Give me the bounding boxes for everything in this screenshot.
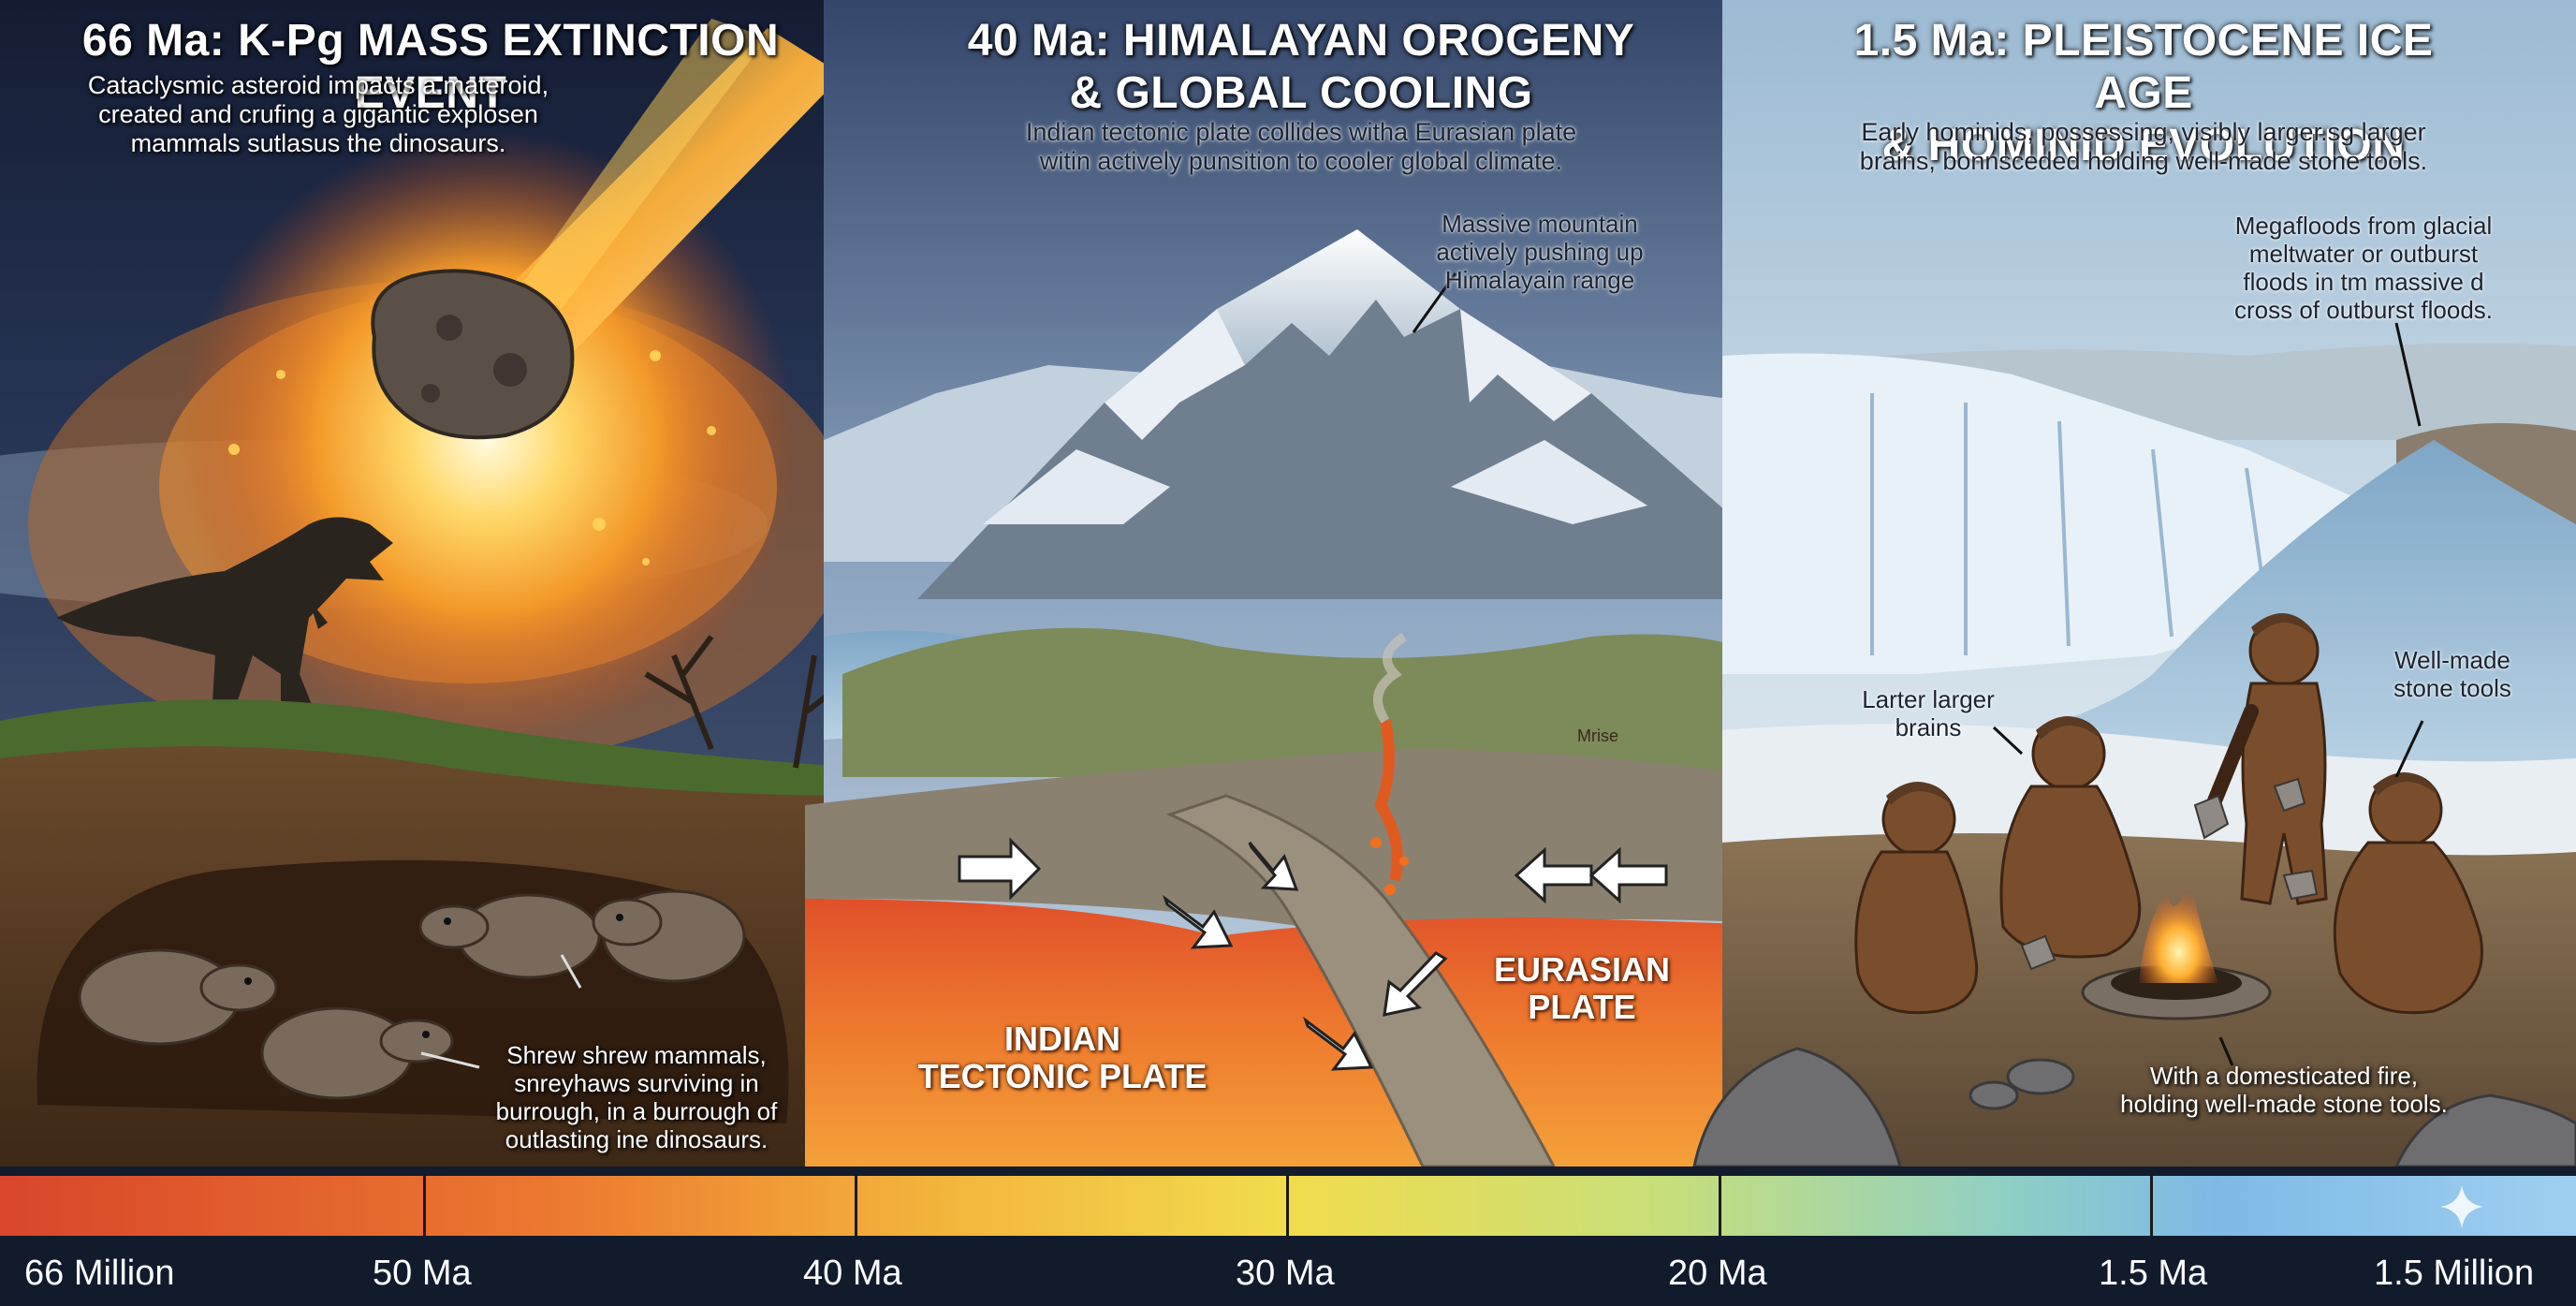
timeline-label-40-ma: 40 Ma bbox=[803, 1254, 902, 1293]
annotation-line: outlasting ine dinosaurs. bbox=[505, 1125, 768, 1153]
annotation-line: floods in tm massive d bbox=[2243, 268, 2484, 296]
description-line: witin actively punsition to cooler globa… bbox=[1039, 147, 1563, 175]
annotation-brains: Larter larger brains bbox=[1825, 685, 2031, 741]
plate-label-line: TECTONIC PLATE bbox=[917, 1057, 1208, 1095]
annotation-stone-tools: Well-made stone tools bbox=[2359, 646, 2546, 702]
annotation-line: Megafloods from glacial bbox=[2234, 212, 2493, 240]
panel-ice-age-scene bbox=[1692, 0, 2576, 1167]
timeline-tick bbox=[855, 1176, 857, 1236]
timeline: 66 Million 50 Ma 40 Ma 30 Ma 20 Ma 1.5 M… bbox=[0, 1167, 2576, 1306]
annotation-line: brains bbox=[1895, 713, 1962, 741]
subducting-slab bbox=[1165, 794, 1556, 1167]
plate-label-line: EURASIAN bbox=[1493, 950, 1670, 989]
annotation-leader-lines bbox=[1412, 272, 2424, 1066]
annotation-line: Himalayain range bbox=[1444, 266, 1635, 294]
t-rex-icon bbox=[56, 517, 393, 732]
indian-plate-label: INDIAN TECTONIC PLATE bbox=[908, 1020, 1217, 1095]
sparkle-icon bbox=[2440, 1185, 2483, 1228]
timeline-label-50-ma: 50 Ma bbox=[373, 1254, 472, 1293]
annotation-line: Larter larger bbox=[1862, 685, 1995, 713]
plate-label-line: PLATE bbox=[1528, 988, 1636, 1026]
asteroid-icon bbox=[371, 269, 575, 440]
annotation-fire: With a domesticated fire, holding well-m… bbox=[2087, 1062, 2481, 1118]
panel-ice-age-title: 1.5 Ma: PLEISTOCENE ICE AGE & HOMINID EV… bbox=[1807, 15, 2481, 172]
annotation-line: stone tools bbox=[2393, 674, 2511, 702]
annotation-megafloods: Megafloods from glacial meltwater or out… bbox=[2200, 212, 2527, 324]
panel-himalaya-description: Indian tectonic plate collides witha Eur… bbox=[964, 118, 1638, 176]
annotation-line: meltwater or outburst bbox=[2248, 240, 2479, 268]
himalaya-peak bbox=[917, 229, 1760, 599]
explosion-blast bbox=[178, 131, 796, 749]
panel-ice-age-description: Early hominids, possessing, visibly larg… bbox=[1807, 118, 2481, 176]
annotation-line: Massive mountain bbox=[1442, 210, 1638, 238]
eurasian-plate-label: EURASIAN PLATE bbox=[1479, 951, 1685, 1026]
panel-kpg-title: 66 Ma: K-Pg MASS EXTINCTION EVENT bbox=[81, 16, 780, 118]
title-line: 1.5 Ma: PLEISTOCENE ICE AGE bbox=[1853, 16, 2434, 118]
arrow-icon bbox=[958, 837, 1668, 1071]
scene-illustration bbox=[0, 0, 2576, 1167]
timeline-label-30-ma: 30 Ma bbox=[1236, 1254, 1335, 1293]
timeline-tick bbox=[1286, 1176, 1289, 1236]
timeline-tick bbox=[2150, 1176, 2153, 1236]
annotation-mountain: Massive mountain actively pushing up Him… bbox=[1404, 210, 1676, 294]
annotation-line: actively pushing up bbox=[1436, 238, 1644, 266]
annotation-line: Shrew shrew mammals, bbox=[506, 1041, 767, 1069]
campfire-icon bbox=[2081, 880, 2272, 1020]
magma-label: Mrise bbox=[1577, 726, 1618, 745]
title-line: 40 Ma: HIMALAYAN OROGENY bbox=[967, 16, 1635, 66]
timeline-label-66-million: 66 Million bbox=[24, 1254, 175, 1293]
title-line: & GLOBAL COOLING bbox=[1069, 68, 1533, 118]
panel-kpg-description: Cataclysmic asteroid impacts a materoid,… bbox=[56, 71, 580, 158]
description-line: Cataclysmic asteroid impacts a materoid, bbox=[87, 71, 549, 99]
plate-label-line: INDIAN bbox=[1004, 1020, 1120, 1058]
timeline-label-1-5-ma: 1.5 Ma bbox=[2099, 1254, 2208, 1293]
timeline-tick bbox=[1719, 1176, 1721, 1236]
description-line: Indian tectonic plate collides witha Eur… bbox=[1025, 118, 1577, 146]
timeline-label-20-ma: 20 Ma bbox=[1668, 1254, 1767, 1293]
annotation-line: snreyhaws surviving in bbox=[514, 1069, 759, 1097]
description-line: Early hominids, possessing, visibly larg… bbox=[1861, 118, 2426, 146]
panel-himalaya-title: 40 Ma: HIMALAYAN OROGENY & GLOBAL COOLIN… bbox=[964, 15, 1638, 120]
timeline-label-1-5-million: 1.5 Million bbox=[2374, 1254, 2535, 1293]
timeline-tick bbox=[423, 1176, 426, 1236]
annotation-line: cross of outburst floods. bbox=[2233, 296, 2494, 324]
description-line: created and crufing a gigantic explosen bbox=[98, 100, 538, 128]
title-line: & HOMINID EVOLUTION bbox=[1881, 121, 2406, 170]
panel-kpg-scene bbox=[0, 0, 861, 1167]
annotation-line: holding well-made stone tools. bbox=[2120, 1090, 2448, 1118]
annotation-shrews: Shrew shrew mammals, snreyhaws surviving… bbox=[449, 1041, 824, 1153]
annotation-line: burrough, in a burrough of bbox=[495, 1097, 778, 1125]
meltwater-river bbox=[1760, 440, 2576, 777]
annotation-line: Well-made bbox=[2394, 646, 2510, 674]
annotation-line: With a domesticated fire, bbox=[2149, 1062, 2419, 1090]
panel-himalaya-scene bbox=[805, 0, 1835, 1167]
description-line: mammals sutlasus the dinosaurs. bbox=[130, 129, 506, 157]
description-line: brains, bonnsceded holding well-made sto… bbox=[1859, 147, 2428, 175]
